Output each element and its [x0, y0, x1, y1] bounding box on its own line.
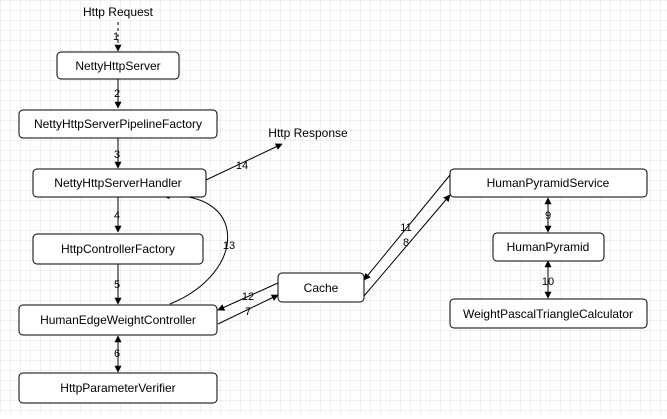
edge-label-2: 2 [114, 88, 120, 100]
edge-label-8: 8 [403, 237, 409, 249]
node-label: HttpParameterVerifier [60, 381, 175, 395]
node-human-edge-weight-controller[interactable]: HumanEdgeWeightController [18, 304, 218, 336]
node-human-pyramid-service[interactable]: HumanPyramidService [449, 168, 648, 198]
edge-5: 5 [114, 264, 122, 305]
edge-label-4: 4 [114, 210, 120, 222]
edge-label-7: 7 [245, 306, 251, 318]
http-request-text: Http Request [83, 5, 154, 19]
node-netty-http-server-handler[interactable]: NettyHttpServerHandler [32, 168, 207, 198]
edge-label-14: 14 [236, 160, 248, 172]
edge-8: 8 [363, 194, 451, 297]
edge-label-13: 13 [223, 240, 235, 252]
node-label: WeightPascalTriangleCalculator [463, 307, 633, 321]
node-label: NettyHttpServer [75, 59, 160, 73]
edge-10: 10 [542, 260, 554, 299]
node-label: HttpControllerFactory [61, 242, 175, 256]
node-netty-http-server[interactable]: NettyHttpServer [56, 51, 180, 80]
node-http-controller-factory[interactable]: HttpControllerFactory [32, 233, 204, 265]
node-label: NettyHttpServerPipelineFactory [34, 117, 202, 131]
edge-3: 3 [114, 138, 122, 169]
edge-label-1: 1 [113, 31, 119, 43]
node-weight-pascal-triangle-calculator[interactable]: WeightPascalTriangleCalculator [449, 298, 648, 329]
node-netty-http-server-pipeline-factory[interactable]: NettyHttpServerPipelineFactory [18, 109, 218, 139]
edge-13: 13 [162, 192, 235, 305]
edge-label-9: 9 [545, 210, 551, 222]
node-human-pyramid[interactable]: HumanPyramid [492, 232, 605, 262]
node-label: HumanPyramid [507, 240, 590, 254]
edge-4: 4 [114, 197, 122, 233]
edge-11: 11 [363, 174, 451, 281]
http-response-text: Http Response [268, 126, 348, 140]
edge-label-10: 10 [542, 276, 554, 288]
edge-label-6: 6 [114, 348, 120, 360]
node-label: HumanEdgeWeightController [40, 313, 196, 327]
node-label: NettyHttpServerHandler [54, 176, 181, 190]
edge-1: 1 [113, 22, 122, 52]
edge-12: 12 [217, 282, 279, 311]
edge-2: 2 [114, 79, 122, 109]
edge-6: 6 [114, 335, 122, 373]
edge-14: 14 [205, 143, 283, 181]
edge-label-12: 12 [242, 291, 254, 303]
node-cache[interactable]: Cache [277, 272, 365, 303]
node-http-parameter-verifier[interactable]: HttpParameterVerifier [18, 372, 218, 404]
edge-9: 9 [544, 197, 552, 233]
edge-label-11: 11 [400, 222, 411, 234]
node-label: HumanPyramidService [487, 176, 610, 190]
edge-label-3: 3 [114, 149, 120, 161]
node-label: Cache [304, 281, 339, 295]
edge-7: 7 [217, 294, 279, 325]
edge-label-5: 5 [114, 279, 120, 291]
